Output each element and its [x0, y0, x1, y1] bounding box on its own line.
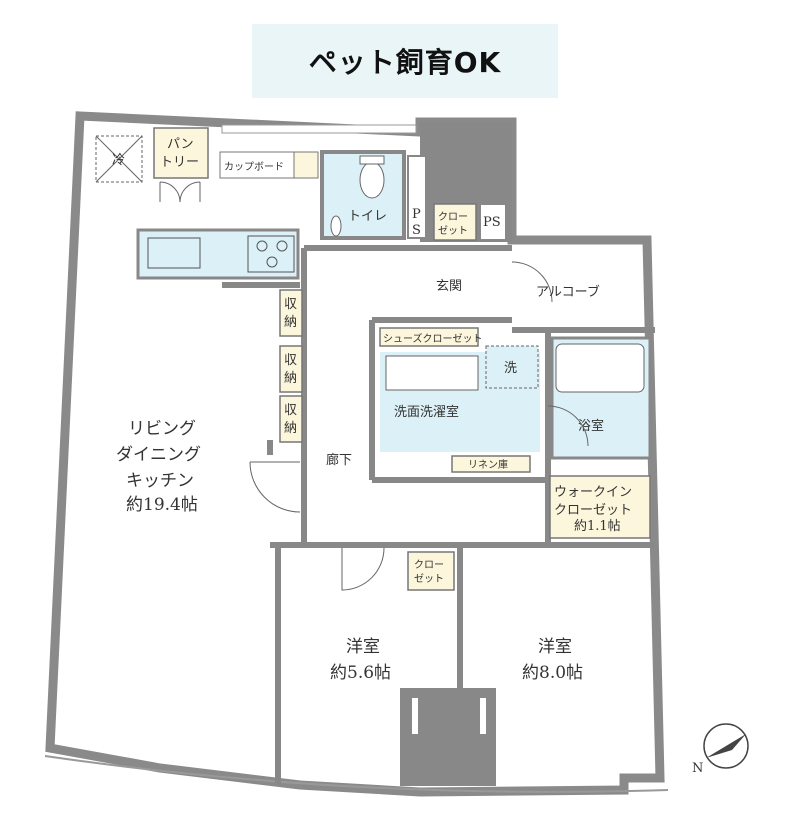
washroom-label: 洗面洗濯室: [394, 404, 459, 420]
closet-small-label-1: クロー: [438, 211, 468, 223]
bath-door: [547, 405, 589, 447]
entrance-door: [511, 261, 553, 303]
bottom-column-slot-b: [480, 698, 486, 734]
burner-3: [266, 256, 278, 268]
bath-label: 浴室: [578, 418, 604, 434]
storage-3-label-1: 収: [284, 403, 297, 418]
linen-label: リネン庫: [468, 458, 508, 471]
bed2-label-1: 洋室: [538, 637, 572, 657]
compass-north-label: N: [692, 761, 703, 776]
bottom-column-slot-a: [412, 698, 418, 734]
storage-2-label-1: 収: [284, 353, 297, 368]
toilet-sink: [330, 215, 342, 237]
washroom-sink: [385, 355, 479, 391]
fridge-cross-b: [95, 135, 143, 183]
fridge-label: 冷: [112, 153, 125, 168]
hallway-label: 廊下: [326, 452, 352, 468]
fridge-box: [95, 135, 143, 183]
washer-box: [485, 345, 539, 389]
ldk-label-1: リビング: [128, 419, 196, 439]
top-window: [221, 124, 417, 134]
storage-2-label-2: 納: [284, 371, 297, 386]
ps1-label-1: P: [412, 207, 421, 222]
kitchen-sink: [147, 237, 201, 269]
ldk-door: [249, 461, 301, 513]
bed-closet-box: [407, 551, 455, 591]
toilet-tank: [359, 155, 385, 165]
ldk-label-2: ダイニング: [116, 445, 201, 465]
wic-label-2: クローゼット: [554, 503, 632, 518]
washer-label: 洗: [504, 361, 517, 376]
wic-box: [549, 475, 651, 539]
burner-1: [256, 240, 268, 252]
wic-label-3: 約1.1帖: [574, 519, 621, 534]
cupboard-label: カップボード: [224, 161, 284, 173]
toilet-label: トイレ: [348, 209, 387, 224]
pantry-box: [153, 127, 209, 179]
toilet-bowl: [359, 161, 385, 199]
ldk-label-4: 約19.4帖: [126, 495, 198, 515]
kitchen-counter: [136, 228, 300, 280]
shoe-closet: [379, 327, 479, 347]
storage-2: [279, 345, 303, 393]
wic-label-1: ウォークイン: [554, 485, 632, 500]
balcony-edge: [44, 755, 669, 793]
storage-1-label-1: 収: [284, 297, 297, 312]
bed1-door: [341, 547, 385, 591]
shoe-closet-label: シューズクローゼット: [383, 332, 483, 345]
stove: [247, 235, 295, 273]
compass-circle: [703, 723, 749, 769]
bed-closet-label-2: ゼット: [414, 573, 444, 585]
burner-2: [276, 240, 288, 252]
pantry-door: [159, 181, 201, 203]
compass-arrow: [706, 734, 746, 758]
pet-ok-banner: ペット飼育OK: [252, 24, 558, 98]
bed1-label-1: 洋室: [346, 637, 380, 657]
banner-title: ペット飼育OK: [308, 46, 502, 79]
entrance-label: 玄関: [436, 279, 462, 294]
ps2-label: PS: [483, 215, 501, 230]
bathtub: [555, 343, 645, 393]
interior-walls: [222, 245, 655, 785]
storage-1: [279, 289, 303, 337]
ldk-label-3: キッチン: [126, 471, 194, 491]
bed-closet-label-1: クロー: [414, 559, 444, 571]
cupboard-tall: [293, 151, 319, 179]
closet-small-label-2: ゼット: [438, 225, 468, 237]
bed1-label-2: 約5.6帖: [330, 663, 391, 683]
closet-small-box: [433, 203, 477, 241]
pantry-label-1: パン: [167, 137, 194, 152]
alcove-label: アルコーブ: [536, 284, 600, 300]
linen-box: [451, 455, 531, 473]
storage-3-label-2: 納: [284, 421, 297, 436]
ps1-box: [407, 155, 427, 239]
bed2-label-2: 約8.0帖: [522, 663, 583, 683]
ps2-box: [479, 203, 507, 241]
storage-1-label-2: 納: [284, 315, 297, 330]
ps1-label-2: S: [412, 223, 421, 238]
storage-3: [279, 395, 303, 443]
pantry-label-2: トリー: [160, 155, 199, 170]
